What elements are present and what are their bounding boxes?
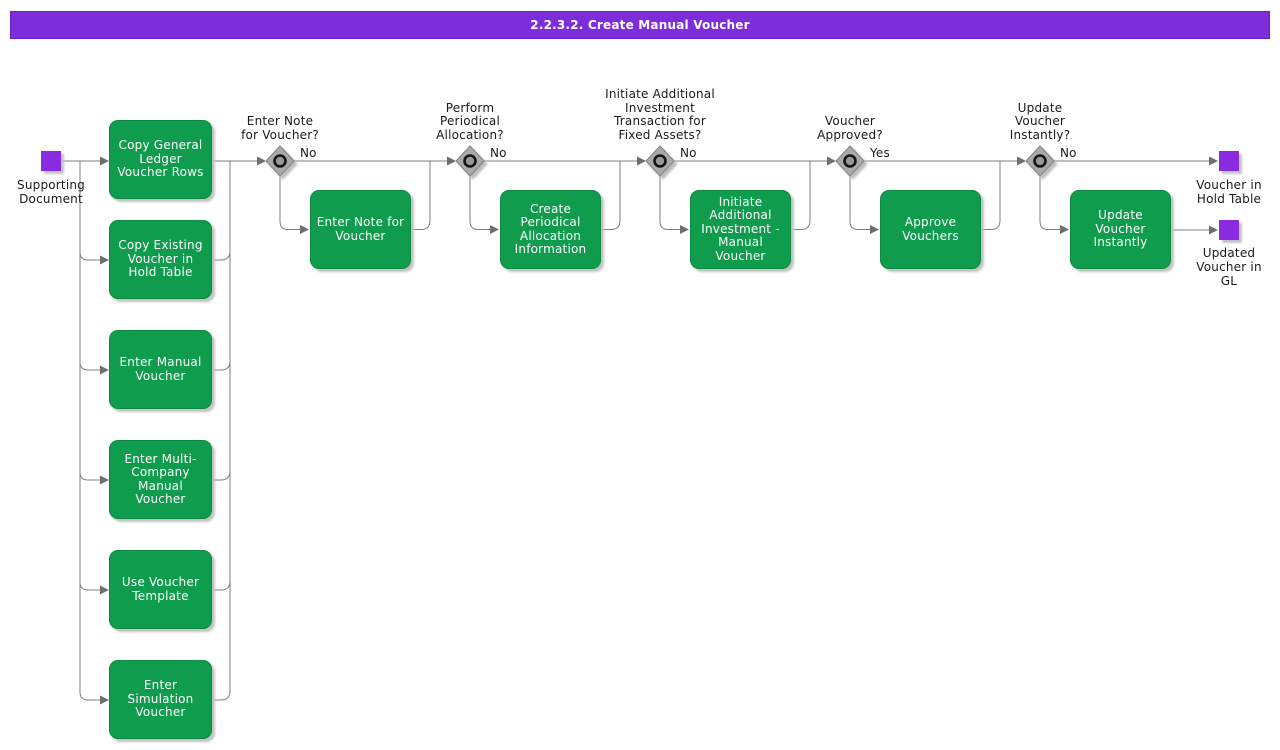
diagram-title: 2.2.3.2. Create Manual Voucher	[530, 18, 750, 32]
activity-use-voucher-template[interactable]: Use Voucher Template	[109, 550, 212, 629]
end-node-updated-voucher-in-gl	[1219, 220, 1239, 240]
branch-label-no-4: No	[1060, 146, 1077, 160]
activity-enter-note-for-voucher[interactable]: Enter Note for Voucher	[310, 190, 411, 269]
activity-copy-general-ledger-voucher-rows[interactable]: Copy General Ledger Voucher Rows	[109, 120, 212, 199]
decision-diamond-additional-investment	[645, 145, 675, 177]
branch-label-no-2: No	[490, 146, 507, 160]
activity-label: Update Voucher Instantly	[1093, 208, 1148, 250]
end-node-label-updated-gl: Updated Voucher in GL	[1196, 246, 1262, 288]
activity-label: Initiate Additional Investment - Manual …	[701, 194, 780, 263]
activity-label: Use Voucher Template	[121, 575, 200, 603]
decision-question-update-instantly: Update Voucher Instantly?	[1009, 100, 1071, 142]
activity-update-voucher-instantly[interactable]: Update Voucher Instantly	[1070, 190, 1171, 269]
decision-question-enter-note: Enter Note for Voucher?	[241, 114, 319, 142]
decision-question-periodical-allocation: Perform Periodical Allocation?	[436, 100, 504, 142]
activity-enter-simulation-voucher[interactable]: Enter Simulation Voucher	[109, 660, 212, 739]
start-node-supporting-document	[41, 151, 61, 171]
diagram-title-bar: 2.2.3.2. Create Manual Voucher	[10, 11, 1270, 39]
activity-approve-vouchers[interactable]: Approve Vouchers	[880, 190, 981, 269]
activity-label: Create Periodical Allocation Information	[514, 201, 587, 256]
branch-label-no-1: No	[300, 146, 317, 160]
activity-label: Enter Note for Voucher	[316, 215, 405, 243]
activity-label: Copy General Ledger Voucher Rows	[117, 138, 204, 180]
activity-label: Enter Multi-Company Manual Voucher	[124, 451, 197, 506]
activity-label: Copy Existing Voucher in Hold Table	[118, 238, 203, 280]
decision-diamond-voucher-approved	[835, 145, 865, 177]
activity-initiate-additional-investment-manual-voucher[interactable]: Initiate Additional Investment - Manual …	[690, 190, 791, 269]
activity-label: Approve Vouchers	[902, 215, 959, 243]
activity-enter-multi-company-manual-voucher[interactable]: Enter Multi-Company Manual Voucher	[109, 440, 212, 519]
activity-enter-manual-voucher[interactable]: Enter Manual Voucher	[109, 330, 212, 409]
start-node-label: Supporting Document	[17, 178, 85, 206]
flow-lines	[61, 160, 1210, 701]
arrowheads	[100, 156, 1218, 705]
decision-question-additional-investment: Initiate Additional Investment Transacti…	[605, 87, 715, 142]
branch-label-no-3: No	[680, 146, 697, 160]
end-node-voucher-in-hold-table	[1219, 151, 1239, 171]
activity-copy-existing-voucher-in-hold-table[interactable]: Copy Existing Voucher in Hold Table	[109, 220, 212, 299]
end-node-label-hold-table: Voucher in Hold Table	[1196, 178, 1262, 206]
activity-label: Enter Manual Voucher	[119, 355, 202, 383]
decision-diamond-enter-note	[265, 145, 295, 177]
activity-label: Enter Simulation Voucher	[127, 678, 194, 720]
decision-diamond-periodical-allocation	[455, 145, 485, 177]
activity-create-periodical-allocation-information[interactable]: Create Periodical Allocation Information	[500, 190, 601, 269]
decision-question-voucher-approved: Voucher Approved?	[817, 114, 883, 142]
branch-label-yes: Yes	[870, 146, 890, 160]
decision-diamond-update-instantly	[1025, 145, 1055, 177]
